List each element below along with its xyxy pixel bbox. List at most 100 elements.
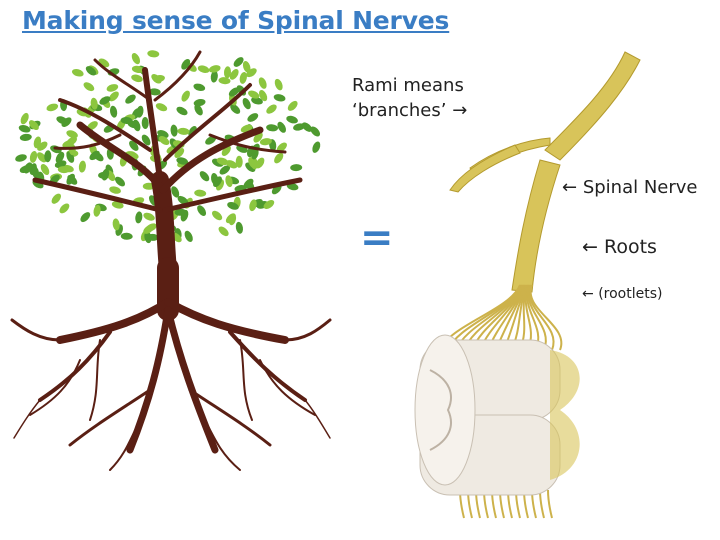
tree-illustration: [10, 50, 332, 471]
right-arrow-icon: →: [452, 100, 468, 121]
rootlet: [528, 284, 555, 351]
leaf: [193, 83, 206, 92]
leaf: [109, 105, 118, 118]
leaf: [266, 124, 279, 132]
leaf: [258, 89, 268, 102]
leaf: [135, 211, 143, 224]
spinal-nerve-label: ← Spinal Nerve: [562, 177, 698, 198]
leaf: [20, 112, 29, 125]
leaf: [31, 166, 40, 179]
leaf: [66, 130, 78, 139]
leaf: [226, 160, 238, 169]
leaf: [243, 178, 254, 189]
leaf: [87, 121, 98, 131]
leaf: [23, 162, 33, 174]
leaf: [184, 230, 193, 243]
leaf: [28, 120, 39, 131]
leaf: [276, 142, 287, 153]
leaf: [274, 152, 284, 164]
leaf: [258, 77, 267, 89]
leaf: [46, 103, 59, 112]
leaf: [218, 226, 229, 237]
leaf: [171, 186, 180, 198]
leaf: [93, 204, 101, 217]
leaf: [290, 164, 303, 172]
leaf: [112, 218, 120, 231]
leaf: [111, 201, 124, 209]
leaf: [106, 84, 119, 92]
leaf: [194, 189, 207, 197]
rootlet: [527, 284, 547, 351]
leaf: [301, 122, 313, 132]
leaf: [85, 66, 97, 76]
leaf: [194, 104, 203, 116]
leaf: [266, 104, 277, 114]
leaf: [239, 71, 247, 84]
leaf: [78, 160, 86, 173]
leaf: [235, 155, 243, 168]
rootlet: [539, 489, 545, 519]
left-arrow-icon: ←: [582, 236, 598, 258]
roots-text: Roots: [603, 236, 657, 258]
leaf: [18, 125, 31, 133]
leaf: [143, 224, 154, 234]
leaf: [120, 116, 133, 125]
leaf: [83, 82, 95, 92]
leaf: [61, 117, 72, 128]
leaf: [277, 121, 286, 133]
leaf: [219, 165, 231, 175]
leaf: [263, 200, 275, 209]
leaf: [147, 50, 160, 58]
leaf: [242, 97, 251, 110]
page-title: Making sense of Spinal Nerves: [22, 6, 450, 35]
rami-label-line1: Rami means: [352, 75, 464, 96]
leaf: [15, 154, 27, 162]
leaf: [19, 133, 32, 141]
leaf: [213, 176, 222, 188]
leaf: [141, 134, 151, 146]
equals-sign: =: [360, 215, 394, 261]
leaf: [286, 182, 299, 191]
leaf: [287, 100, 298, 111]
leaf: [181, 90, 190, 102]
leaf: [246, 68, 257, 78]
leaf: [255, 157, 265, 169]
leaf: [158, 135, 170, 146]
leaf: [148, 88, 161, 96]
leaf: [205, 135, 217, 145]
leaf: [131, 65, 144, 74]
leaf: [57, 166, 70, 174]
leaf: [174, 208, 187, 216]
roots-label: ← Roots: [582, 236, 657, 258]
leaf: [144, 231, 152, 244]
leaf: [228, 87, 240, 97]
leaf: [230, 104, 241, 114]
leaf: [223, 66, 232, 79]
rootlets-text: (rootlets): [598, 286, 663, 302]
leaf: [108, 91, 119, 102]
leaf: [177, 127, 190, 135]
leaf: [248, 90, 260, 99]
spinal-cord-segment: [414, 334, 580, 496]
spinal-nerve-text: Spinal Nerve: [582, 177, 698, 198]
leaf: [233, 57, 244, 67]
leaf: [312, 141, 321, 153]
leaf: [251, 97, 263, 105]
leaf: [40, 164, 50, 175]
leaf: [109, 186, 121, 194]
leaf: [33, 136, 42, 149]
leaf: [115, 176, 125, 187]
leaf: [259, 138, 272, 146]
leaf: [29, 150, 38, 163]
leaf: [216, 157, 229, 166]
leaf: [90, 97, 98, 110]
rami-label: Rami means ‘branches’ →: [352, 73, 467, 123]
leaf: [131, 74, 143, 83]
leaf: [199, 171, 210, 182]
leaf: [229, 69, 239, 80]
leaf: [177, 195, 189, 205]
leaf: [101, 168, 110, 181]
leaf: [197, 65, 210, 73]
leaf: [71, 69, 84, 77]
left-arrow-icon: ←: [582, 286, 594, 302]
